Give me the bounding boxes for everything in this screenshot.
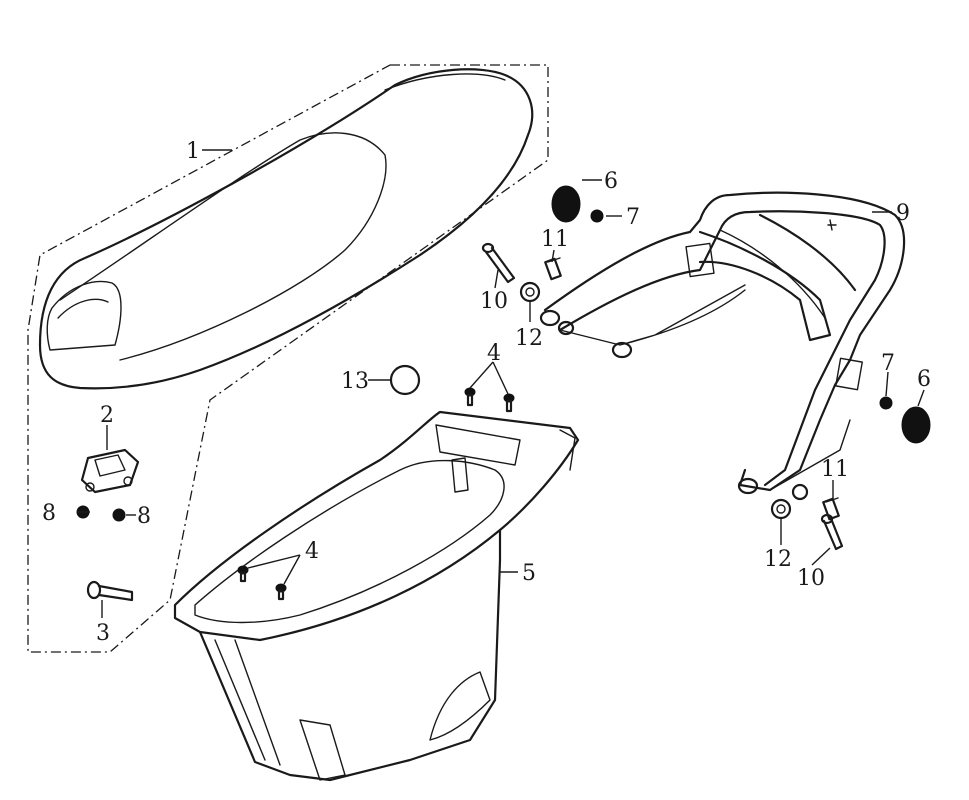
bolt-11-bottom xyxy=(822,497,840,521)
bushing-12-bottom xyxy=(770,498,792,520)
callout-11-bottom: 11 xyxy=(821,457,849,482)
seat-group-boundary xyxy=(27,64,549,653)
bolt-3 xyxy=(86,580,134,602)
seat-latch xyxy=(80,448,140,494)
bolt-10-bottom xyxy=(820,513,844,551)
callout-12-top: 12 xyxy=(515,326,543,351)
callout-9: 9 xyxy=(896,201,910,226)
callout-5: 5 xyxy=(522,561,536,586)
leader-lines xyxy=(77,149,925,618)
screw-4-top-left xyxy=(464,387,476,407)
helmet-box xyxy=(173,410,580,782)
screw-4-top-right xyxy=(503,393,515,413)
callout-10-top: 10 xyxy=(480,289,508,314)
bolt-11-top xyxy=(544,257,562,281)
rubber-cap-6-right xyxy=(901,406,931,444)
callout-1: 1 xyxy=(186,139,200,164)
nut-8-right xyxy=(112,508,126,522)
bolt-10-top xyxy=(481,242,516,284)
callout-2: 2 xyxy=(100,403,114,428)
screw-4-bottom-left xyxy=(237,565,249,583)
callout-4-top: 4 xyxy=(487,341,501,366)
callout-12-bottom: 12 xyxy=(764,547,792,572)
nut-7-right xyxy=(879,396,893,410)
seat xyxy=(38,68,534,390)
rear-carrier xyxy=(539,191,906,501)
callout-4-bottom: 4 xyxy=(305,539,319,564)
callout-13: 13 xyxy=(341,369,369,394)
o-ring-13 xyxy=(389,364,421,396)
rubber-cap-6-top xyxy=(551,185,581,223)
callout-8-left: 8 xyxy=(42,501,56,526)
callout-7-right: 7 xyxy=(881,351,895,376)
callout-7-top: 7 xyxy=(626,205,640,230)
callout-11-top: 11 xyxy=(541,227,569,252)
bushing-12-top xyxy=(519,281,541,303)
callout-8-right: 8 xyxy=(137,504,151,529)
nut-7-top xyxy=(590,209,604,223)
callout-3: 3 xyxy=(96,621,110,646)
callout-6-top: 6 xyxy=(604,169,618,194)
screw-4-bottom-right xyxy=(275,583,287,601)
callout-6-right: 6 xyxy=(917,367,931,392)
callout-10-bottom: 10 xyxy=(797,566,825,591)
